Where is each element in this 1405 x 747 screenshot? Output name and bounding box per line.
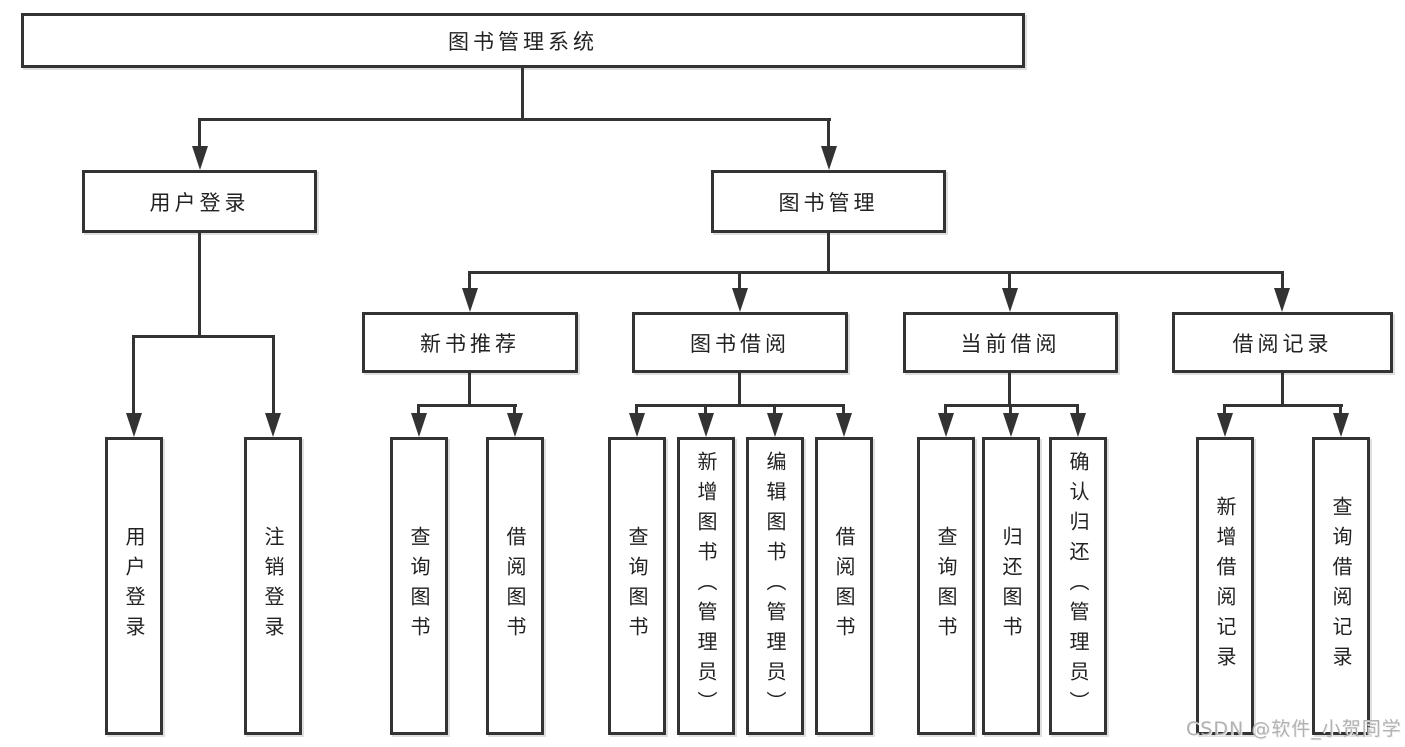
- node-label: 图书管理系统: [448, 29, 598, 54]
- node-label: 用户登录: [149, 190, 250, 215]
- arrow-down-icon: [265, 413, 281, 437]
- arrow-down-icon: [629, 413, 645, 437]
- node-current-borrowing: 当前借阅: [903, 312, 1118, 373]
- arrow-down-icon: [836, 413, 852, 437]
- connector-line: [198, 118, 201, 150]
- leaf-edit-book-admin: 编辑图书（管理员）: [746, 437, 804, 735]
- connector-line: [738, 373, 741, 406]
- connector-line: [1009, 404, 1012, 416]
- leaf-label: 借阅图书: [832, 526, 856, 646]
- connector-line: [468, 373, 471, 406]
- arrow-down-icon: [1003, 413, 1019, 437]
- connector-line: [1008, 373, 1011, 406]
- connector-line: [738, 271, 741, 291]
- leaf-label: 用户登录: [122, 526, 146, 646]
- node-book-borrowing: 图书借阅: [632, 312, 848, 373]
- arrow-down-icon: [938, 413, 954, 437]
- node-library-management-system: 图书管理系统: [21, 13, 1025, 68]
- arrow-down-icon: [1217, 413, 1233, 437]
- arrow-down-icon: [126, 413, 142, 437]
- arrow-down-icon: [1070, 413, 1086, 437]
- leaf-label: 新增图书（管理员）: [694, 451, 718, 721]
- connector-line: [198, 118, 831, 121]
- arrow-down-icon: [411, 413, 427, 437]
- connector-line: [468, 271, 471, 291]
- leaf-label: 查询借阅记录: [1329, 496, 1353, 676]
- leaf-logout: 注销登录: [244, 437, 302, 735]
- connector-line: [521, 66, 524, 120]
- connector-line: [468, 271, 1283, 274]
- leaf-borrow-books-2: 借阅图书: [815, 437, 873, 735]
- leaf-return-books: 归还图书: [982, 437, 1040, 735]
- arrow-down-icon: [698, 413, 714, 437]
- connector-line: [704, 404, 707, 416]
- connector-line: [417, 404, 420, 416]
- connector-line: [513, 404, 516, 416]
- connector-line: [1223, 404, 1226, 416]
- arrow-down-icon: [821, 146, 837, 170]
- leaf-label: 查询图书: [625, 526, 649, 646]
- node-book-management: 图书管理: [711, 170, 946, 233]
- leaf-label: 新增借阅记录: [1213, 496, 1237, 676]
- leaf-query-books-2: 查询图书: [608, 437, 666, 735]
- node-user-login: 用户登录: [82, 170, 317, 233]
- connector-line: [1076, 404, 1079, 416]
- arrow-down-icon: [192, 146, 208, 170]
- leaf-label: 注销登录: [261, 526, 285, 646]
- connector-line: [272, 335, 275, 415]
- node-label: 借阅记录: [1232, 331, 1333, 356]
- leaf-query-books-1: 查询图书: [390, 437, 448, 735]
- node-label: 新书推荐: [420, 331, 520, 356]
- leaf-borrow-books-1: 借阅图书: [486, 437, 544, 735]
- connector-line: [827, 118, 830, 150]
- connector-line: [773, 404, 776, 416]
- arrow-down-icon: [767, 413, 783, 437]
- connector-line: [635, 404, 845, 407]
- connector-line: [635, 404, 638, 416]
- connector-line: [417, 404, 517, 407]
- connector-line: [1281, 373, 1284, 406]
- connector-line: [132, 335, 275, 338]
- leaf-add-book-admin: 新增图书（管理员）: [677, 437, 735, 735]
- node-label: 当前借阅: [960, 331, 1061, 356]
- arrow-down-icon: [1002, 288, 1018, 312]
- connector-line: [827, 233, 830, 273]
- connector-line: [198, 233, 201, 337]
- arrow-down-icon: [1333, 413, 1349, 437]
- leaf-user-login: 用户登录: [105, 437, 163, 735]
- node-borrowing-records: 借阅记录: [1172, 312, 1393, 373]
- connector-line: [132, 335, 135, 415]
- leaf-query-books-3: 查询图书: [917, 437, 975, 735]
- connector-line: [1339, 404, 1342, 416]
- connector-line: [1008, 271, 1011, 291]
- connector-line: [944, 404, 947, 416]
- leaf-query-borrow-record: 查询借阅记录: [1312, 437, 1370, 735]
- arrow-down-icon: [507, 413, 523, 437]
- connector-line: [1281, 271, 1284, 291]
- leaf-label: 确认归还（管理员）: [1066, 451, 1090, 721]
- leaf-add-borrow-record: 新增借阅记录: [1196, 437, 1254, 735]
- leaf-label: 借阅图书: [503, 526, 527, 646]
- arrow-down-icon: [732, 288, 748, 312]
- arrow-down-icon: [462, 288, 478, 312]
- watermark: CSDN @软件_小贺同学: [1186, 718, 1402, 740]
- leaf-label: 编辑图书（管理员）: [763, 451, 787, 721]
- node-label: 图书借阅: [690, 331, 790, 356]
- leaf-label: 查询图书: [934, 526, 958, 646]
- node-new-book-recommendation: 新书推荐: [362, 312, 578, 373]
- leaf-confirm-return-admin: 确认归还（管理员）: [1049, 437, 1107, 735]
- node-label: 图书管理: [778, 190, 879, 215]
- connector-line: [842, 404, 845, 416]
- leaf-label: 归还图书: [999, 526, 1023, 646]
- leaf-label: 查询图书: [407, 526, 431, 646]
- arrow-down-icon: [1274, 288, 1290, 312]
- connector-line: [1223, 404, 1343, 407]
